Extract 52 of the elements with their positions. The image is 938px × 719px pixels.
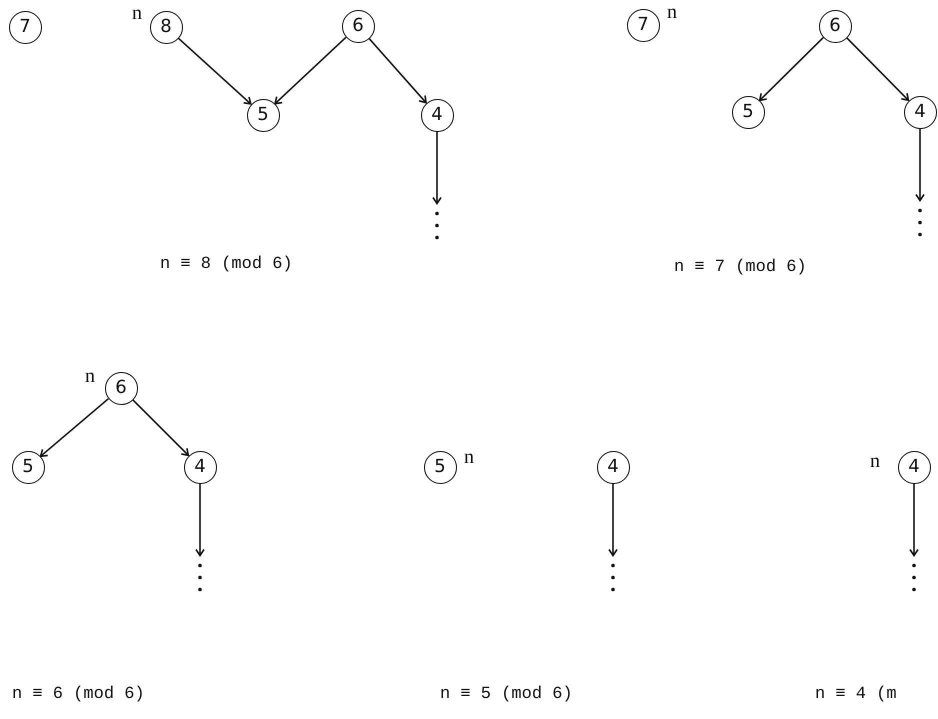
node-number: 5 (257, 105, 269, 125)
node-number: 4 (908, 457, 920, 477)
arrow (178, 38, 252, 105)
circle-node (898, 450, 930, 484)
circle-node (150, 10, 182, 44)
arrow (608, 484, 618, 556)
congruence-caption: n ≡ 5 (mod 6) (440, 685, 573, 705)
node-number: 5 (434, 457, 446, 477)
arrow (274, 36, 346, 105)
node-number: 6 (115, 378, 127, 398)
arrow (195, 484, 205, 556)
circle-node (904, 96, 936, 128)
variable-label: n (132, 3, 142, 23)
arrow (40, 398, 109, 458)
circle-node (246, 98, 280, 132)
congruence-caption: n ≡ 6 (mod 6) (12, 685, 145, 705)
arrow (915, 128, 925, 202)
node-number: 6 (352, 16, 364, 36)
node-number: 5 (742, 102, 754, 122)
circle-node (732, 96, 764, 128)
circle-node (818, 10, 852, 42)
node-number: 7 (19, 17, 31, 37)
congruence-caption: n ≡ 4 (m (815, 685, 897, 705)
node-number: 5 (22, 457, 34, 477)
circle-node (420, 98, 454, 132)
arrow (758, 37, 824, 102)
arrow (368, 38, 427, 104)
variable-label: n (870, 451, 880, 471)
arrow (909, 484, 919, 556)
circle-node (342, 10, 374, 42)
variable-label: n (85, 366, 95, 386)
congruence-caption: n ≡ 7 (mod 6) (674, 258, 807, 278)
node-number: 8 (160, 17, 172, 37)
circle-node (184, 450, 216, 484)
circle-node (12, 450, 44, 484)
node-number: 6 (829, 16, 841, 36)
node-number: 4 (431, 105, 443, 125)
circle-node (596, 450, 630, 484)
node-number: 4 (607, 457, 619, 477)
circle-node (8, 10, 42, 44)
circle-node (424, 450, 456, 484)
node-number: 7 (637, 15, 649, 35)
circle-node (626, 8, 660, 42)
arrow (432, 132, 442, 204)
variable-label: n (464, 447, 474, 467)
congruence-caption: n ≡ 8 (mod 6) (160, 255, 293, 275)
variable-label: n (667, 2, 677, 22)
arrow (132, 399, 190, 456)
node-number: 4 (914, 102, 926, 122)
circle-node (104, 372, 138, 404)
node-number: 4 (194, 457, 206, 477)
arrow (846, 37, 910, 102)
